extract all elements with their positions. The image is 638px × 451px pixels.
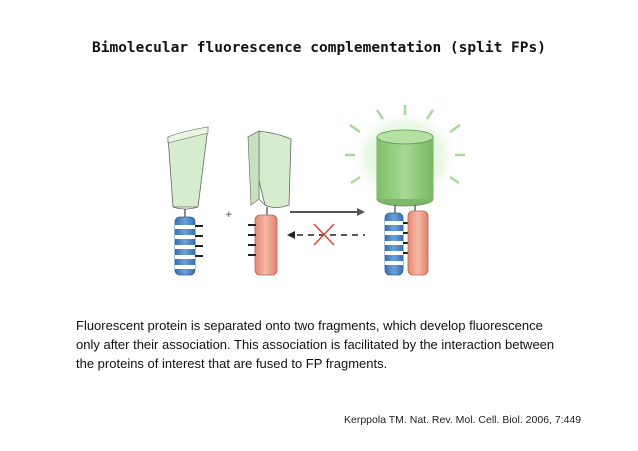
plus-sign: +: [225, 210, 233, 220]
protein-blue-bound: [384, 212, 409, 276]
slide-title: Bimolecular fluorescence complementation…: [92, 40, 546, 56]
blocked-reverse-arrow-icon: [287, 223, 365, 246]
fp-fragment-right: [247, 130, 292, 217]
citation-text: Kerppola TM. Nat. Rev. Mol. Cell. Biol. …: [344, 414, 582, 426]
bifc-diagram: +: [167, 105, 465, 276]
protein-salmon-right: [248, 214, 278, 276]
protein-salmon-bound: [407, 210, 429, 276]
description-text: Fluorescent protein is separated onto tw…: [76, 318, 555, 371]
forward-arrow-icon: [290, 208, 365, 216]
protein-blue-left: [174, 216, 203, 276]
fp-complete: [376, 129, 434, 213]
fp-fragment-left: [167, 126, 209, 217]
